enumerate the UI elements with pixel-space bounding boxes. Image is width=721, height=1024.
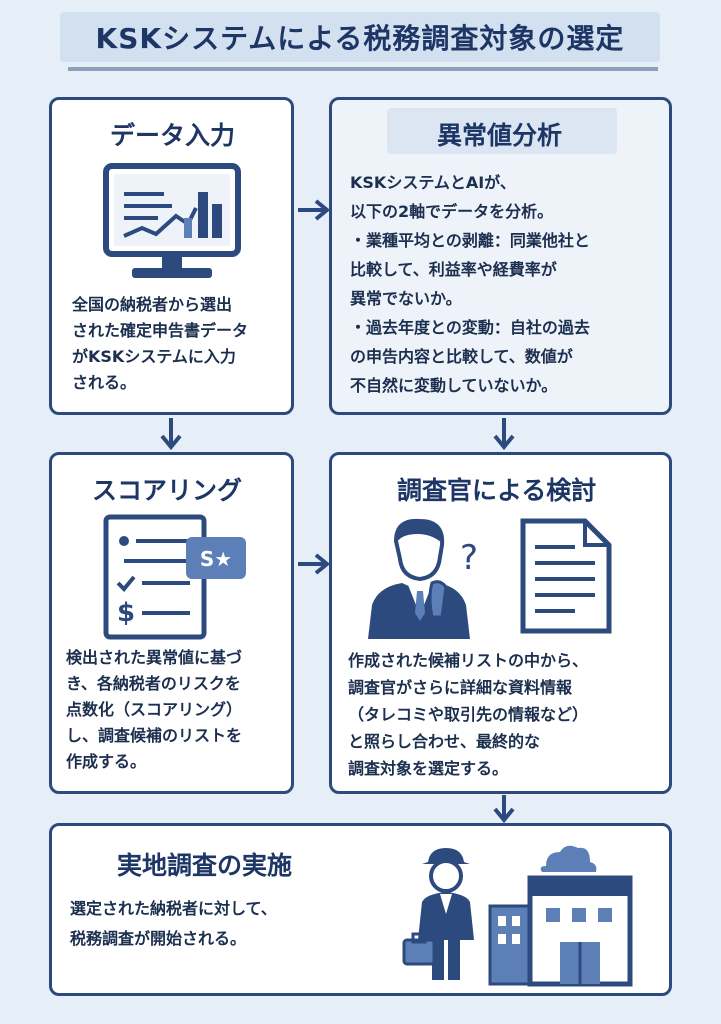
card-field-investigation: 実地調査の実施 選定された納税者に対して、 税務調査が開始される。 [49,823,672,996]
card-investigator-review: 調査官による検討 ? 作成された候補リストの中から、 調査官がさらに詳細な資料情… [329,452,672,794]
arrow-right-1 [298,199,331,221]
card-scoring-text: 検出された異常値に基づ き、各納税者のリスクを 点数化（スコアリング） し、調査… [66,648,243,771]
card-data-input: データ入力 全国の納税者から選出 された確定申告書データ がKSKシステムに入力… [49,97,294,415]
arrow-down-3 [493,795,515,824]
card-anomaly-analysis: 異常値分析 KSKシステムとAIが、 以下の2軸でデータを分析。 ・業種平均との… [329,97,672,415]
arrow-down-1 [160,418,182,451]
score-badge-label: S★ [200,547,232,571]
score-document-icon: $ S★ [103,514,246,640]
card-data-input-heading: データ入力 [110,121,236,150]
investigator-briefcase-icon [402,848,474,980]
card-anomaly-heading: 異常値分析 [437,121,563,150]
page-title: KSKシステムによる税務調査対象の選定 [95,22,625,55]
card-review-heading: 調査官による検討 [397,476,597,505]
arrow-down-2 [493,418,515,451]
card-scoring: スコアリング $ S★ 検出された異常値に基づ き、各納税者のリスクを 点数化（… [49,452,294,794]
svg-text:?: ? [460,538,478,578]
svg-text:$: $ [117,598,135,628]
building-icon [488,845,633,987]
monitor-chart-icon [103,163,241,278]
card-review-text: 作成された候補リストの中から、 調査官がさらに詳細な資料情報 （タレコミや取引先… [348,651,589,778]
title-divider [68,67,658,71]
card-data-input-text: 全国の納税者から選出 された確定申告書データ がKSKシステムに入力 される。 [72,295,249,392]
card-anomaly-text: KSKシステムとAIが、 以下の2軸でデータを分析。 ・業種平均との剥離：同業他… [350,173,590,395]
thinking-investigator-icon: ? [368,518,478,639]
arrow-right-2 [298,553,331,575]
card-field-heading: 実地調査の実施 [117,851,293,880]
card-scoring-heading: スコアリング [92,476,243,505]
card-field-text: 選定された納税者に対して、 税務調査が開始される。 [70,899,277,948]
report-document-icon [520,518,612,634]
card-anomaly-heading-band [387,108,617,154]
title-banner: KSKシステムによる税務調査対象の選定 [60,12,660,62]
